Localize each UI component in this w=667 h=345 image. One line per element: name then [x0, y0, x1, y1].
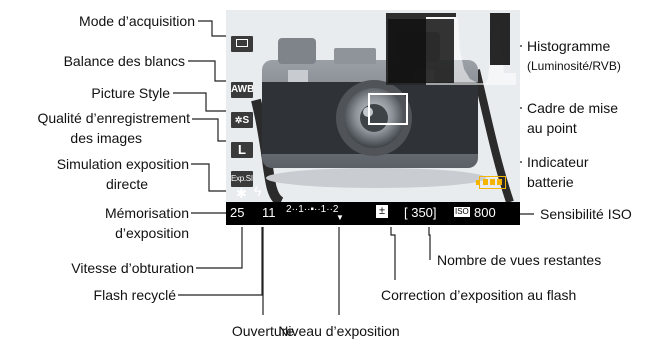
- label-balance-blancs: Balance des blancs: [63, 53, 185, 69]
- label-memorisation-2: d’exposition: [115, 225, 189, 241]
- image-quality-label: L: [238, 142, 246, 157]
- exposure-simulation-icon: Exp.SIM: [231, 171, 253, 187]
- ae-lock-icon: ✱: [236, 186, 247, 201]
- label-memorisation-1: Mémorisation: [104, 205, 189, 221]
- iso-value: 800: [474, 205, 496, 220]
- label-nombre-vues: Nombre de vues restantes: [437, 252, 602, 268]
- label-histogramme-sub: (Luminosité/RVB): [527, 59, 621, 73]
- scale-left-label: 2: [286, 204, 292, 215]
- histogram: [386, 13, 516, 85]
- scale-mid-right-label: 1: [320, 204, 327, 215]
- label-correction-flash: Correction d’exposition au flash: [381, 287, 577, 303]
- iso-icon: ISO: [454, 207, 470, 217]
- label-picture-style: Picture Style: [91, 85, 170, 101]
- label-cadre-2: au point: [527, 120, 577, 136]
- picture-style-icon: ✲S: [231, 112, 253, 128]
- label-qualite-1: Qualité d’enregistrement: [37, 110, 190, 126]
- exposure-info-bar: 25 11 2··1··▪··1··2 ▼ ± [ 350] ISO 800: [226, 202, 520, 225]
- label-sensibilite-iso: Sensibilité ISO: [540, 206, 632, 222]
- label-simulation-1: Simulation exposition: [56, 156, 189, 172]
- shots-remaining-value: [ 350]: [404, 205, 437, 220]
- af-frame: [368, 93, 408, 125]
- camera-photo: [226, 10, 520, 202]
- label-flash-recycle: Flash recyclé: [93, 287, 176, 303]
- white-balance-icon: AWB: [231, 82, 253, 98]
- label-ouverture: Ouverture: [231, 323, 295, 339]
- label-niveau-exposition: Niveau d’exposition: [278, 323, 400, 339]
- label-simulation-2: directe: [105, 176, 148, 192]
- camera-lcd-screen: AWB ✲S L Exp.SIM ✱ ϟ 25 11 2··1··▪··1··2…: [226, 10, 520, 225]
- label-cadre-1: Cadre de mise: [527, 100, 619, 116]
- drive-mode-icon: [231, 36, 253, 52]
- leader-nombre-vues: [428, 227, 431, 260]
- leader-vitesse: [196, 227, 243, 269]
- flash-compensation-icon: ±: [376, 205, 389, 218]
- histogram-graph: [386, 13, 516, 85]
- scale-right-label: 2: [332, 204, 339, 215]
- exposure-scale: 2··1··▪··1··2: [286, 204, 339, 215]
- leader-correction: [390, 227, 396, 280]
- picture-style-label: S: [242, 115, 250, 126]
- flash-ready-icon: ϟ: [254, 183, 262, 199]
- label-indicateur-1: Indicateur: [527, 154, 589, 170]
- scale-mid-left-label: 1: [298, 204, 304, 215]
- leader-picture-style: [173, 92, 234, 112]
- label-mode-acquisition: Mode d’acquisition: [79, 13, 195, 29]
- exposure-level-marker: ▼: [336, 213, 344, 222]
- live-view-image: [226, 10, 520, 202]
- label-histogramme: Histogramme: [527, 38, 611, 54]
- label-vitesse: Vitesse d’obturation: [71, 260, 194, 276]
- label-qualite-2: des images: [70, 130, 142, 146]
- battery-icon: [476, 176, 506, 189]
- label-indicateur-2: batterie: [527, 174, 574, 190]
- image-quality-icon: L: [231, 142, 253, 158]
- shutter-speed-value: 25: [230, 205, 245, 220]
- aperture-value: 11: [262, 205, 276, 220]
